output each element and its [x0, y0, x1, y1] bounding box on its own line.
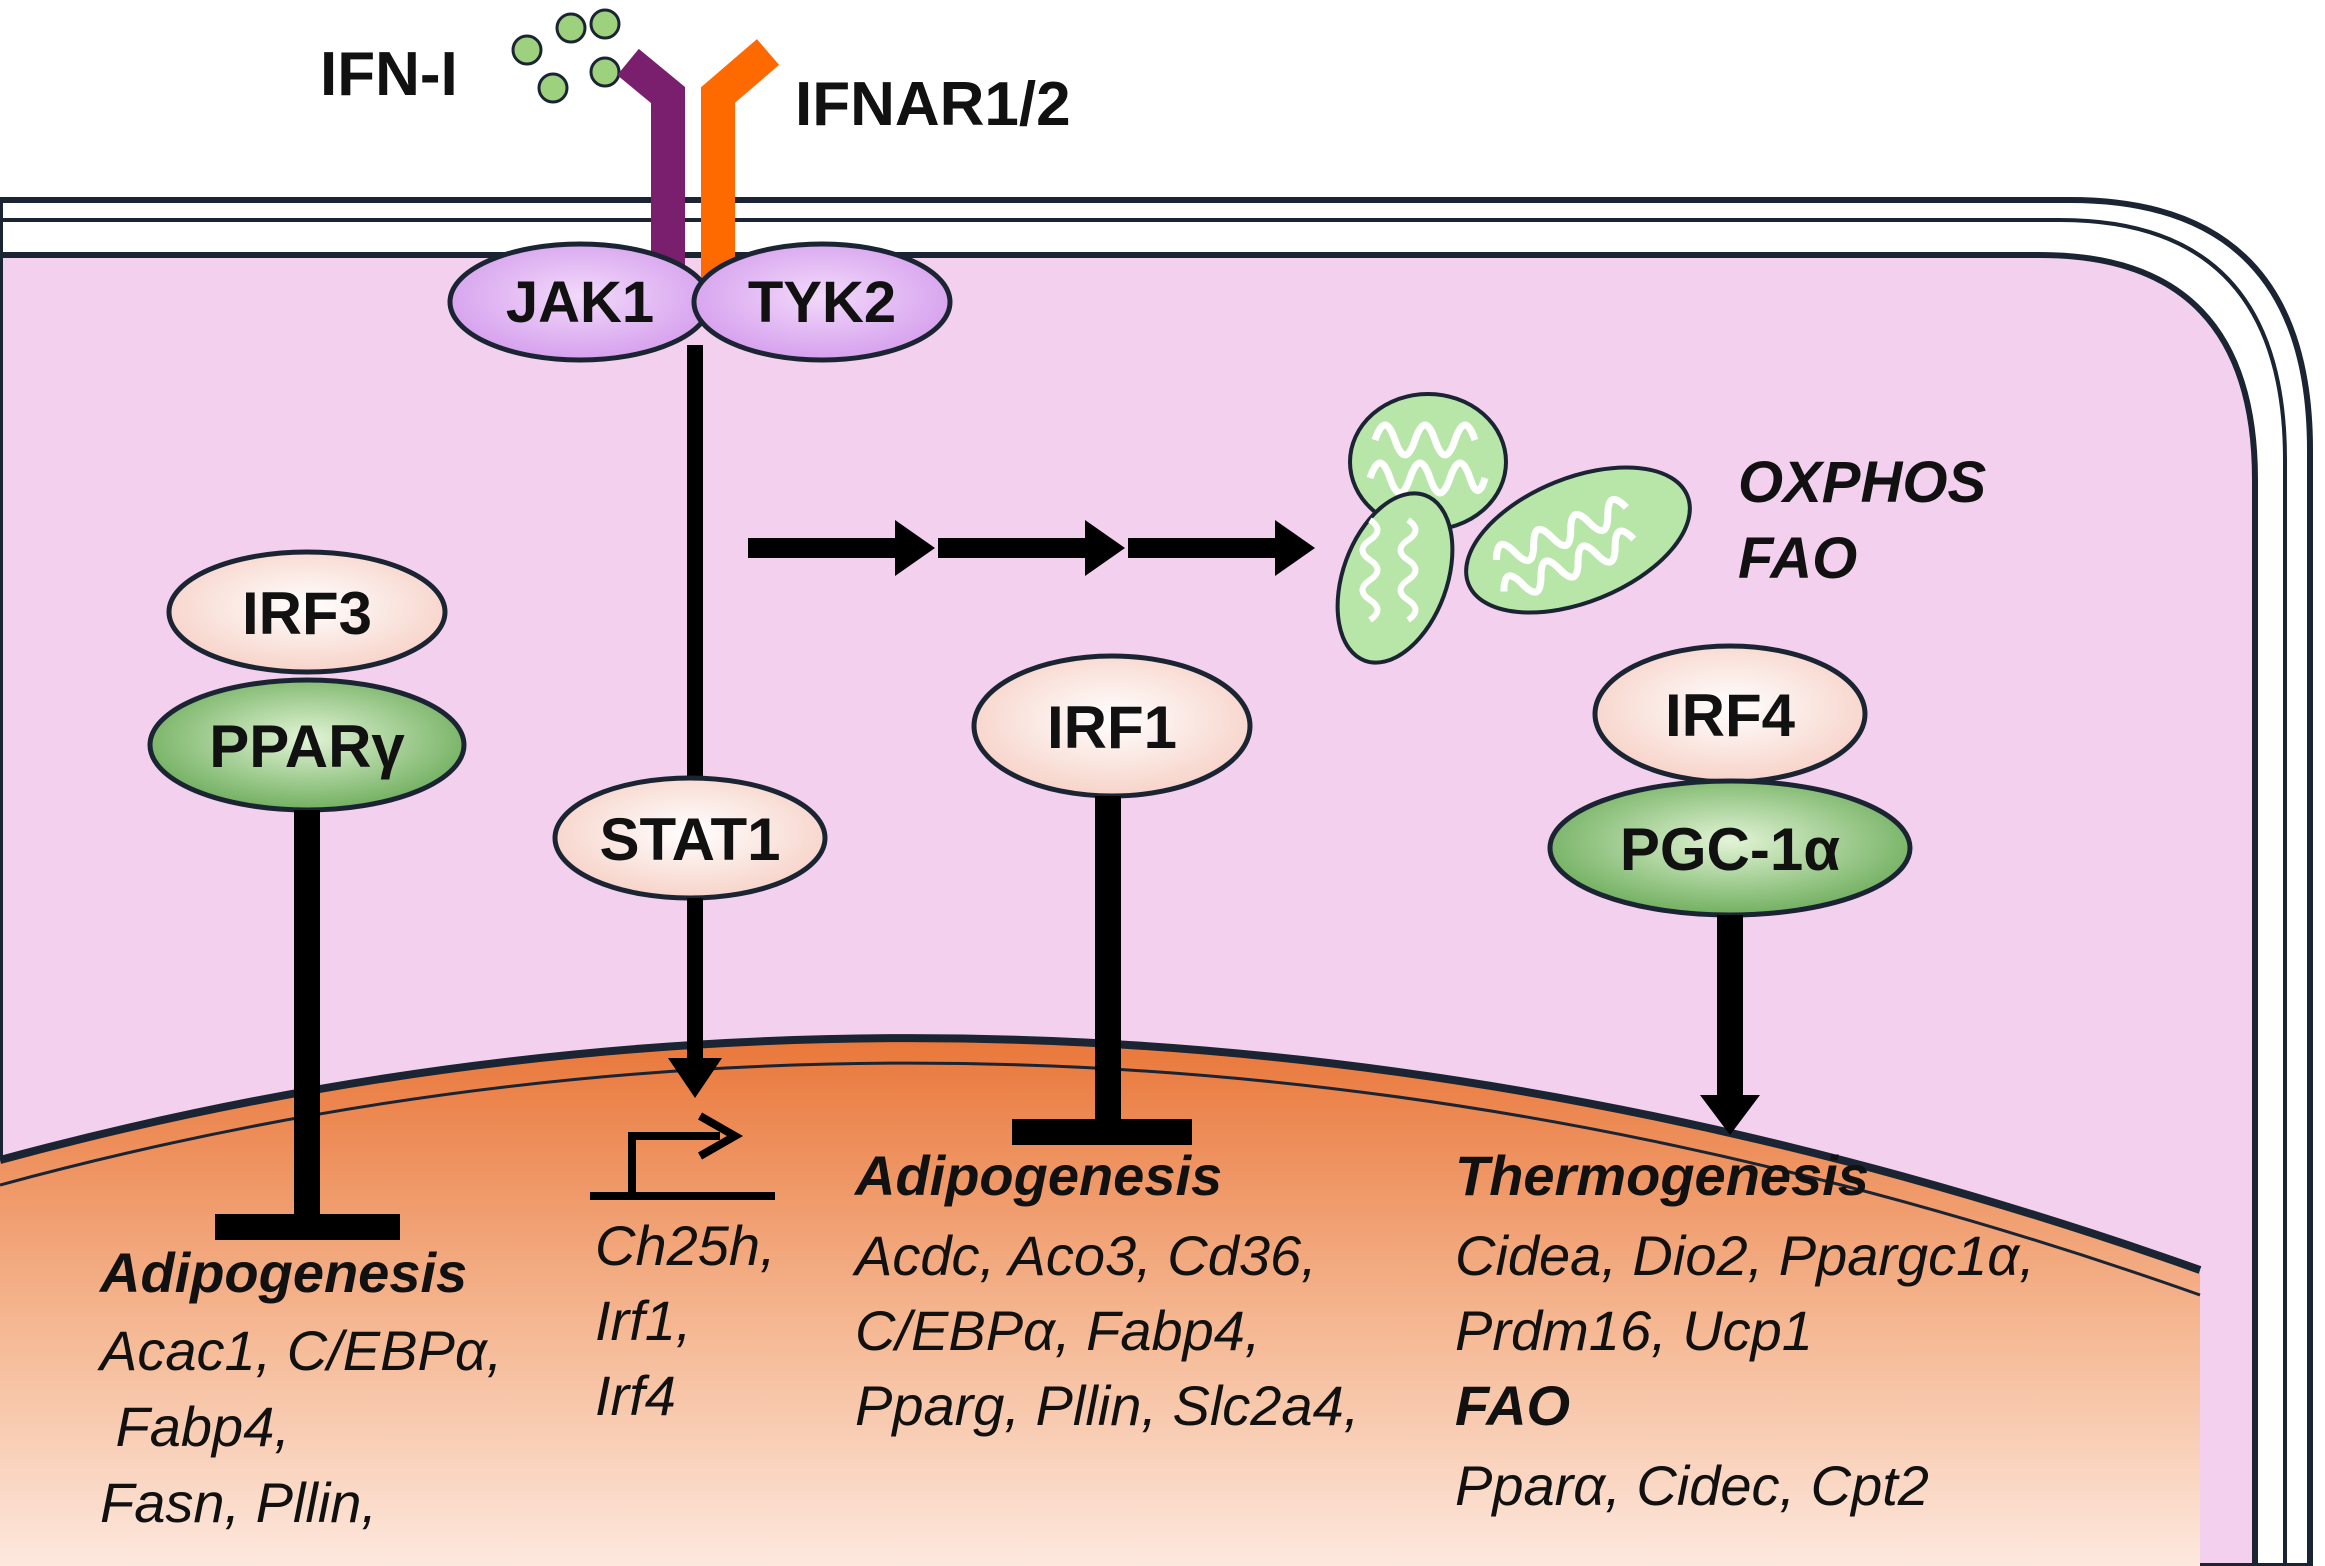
- transcription-start-icon: [590, 1112, 775, 1200]
- right-title: Thermogenesis: [1455, 1144, 1869, 1207]
- left-line-3: Fasn, Pllin,: [100, 1471, 377, 1534]
- pgc1a-arrow: [1700, 915, 1760, 1135]
- fao-mito-label: FAO: [1738, 526, 1857, 591]
- left-line-1: Acac1, C/EBPα,: [97, 1319, 502, 1382]
- pparg-label: PPARγ: [209, 713, 405, 780]
- irf4-node: IRF4: [1592, 643, 1868, 785]
- irf1-label: IRF1: [1047, 694, 1177, 761]
- ifnar-receptor: [617, 39, 780, 280]
- mitochondrion-3: [1464, 465, 1692, 615]
- middle-line-3: Pparg, Pllin, Slc2a4,: [855, 1374, 1359, 1437]
- stat1-target-list: Ch25h, Irf1, Irf4: [595, 1214, 776, 1427]
- middle-title: Adipogenesis: [853, 1144, 1222, 1207]
- stat1-target-2: Irf1,: [595, 1289, 691, 1352]
- irf1-node: IRF1: [971, 653, 1253, 799]
- right-gene-list: Thermogenesis Cidea, Dio2, Ppargc1α, Prd…: [1455, 1144, 2035, 1517]
- mitochondrion-1: [1348, 392, 1508, 532]
- arrows-to-mitochondria: [748, 520, 1315, 576]
- left-line-2: Fabp4,: [100, 1395, 290, 1458]
- irf4-label: IRF4: [1665, 682, 1796, 749]
- right-subtitle: FAO: [1455, 1374, 1570, 1437]
- right-line-1: Cidea, Dio2, Ppargc1α,: [1455, 1224, 2035, 1287]
- irf3-node: IRF3: [166, 549, 448, 675]
- jak1-label: JAK1: [506, 270, 654, 335]
- stat1-target-3: Irf4: [595, 1364, 676, 1427]
- pparg-node: PPARγ: [147, 677, 467, 813]
- pparg-inhibition: [215, 810, 400, 1240]
- ifnar-label: IFNAR1/2: [795, 70, 1071, 139]
- right-line-2: Prdm16, Ucp1: [1455, 1299, 1813, 1362]
- stat1-target-1: Ch25h,: [595, 1214, 776, 1277]
- tyk2-node: TYK2: [691, 241, 953, 363]
- oxphos-label: OXPHOS: [1738, 450, 1986, 515]
- left-gene-list: Adipogenesis Acac1, C/EBPα, Fabp4, Fasn,…: [97, 1241, 502, 1534]
- middle-line-2: C/EBPα, Fabp4,: [855, 1299, 1260, 1362]
- mitochondria: [1335, 392, 1692, 665]
- pgc1a-label: PGC-1α: [1620, 816, 1840, 883]
- ifn-label: IFN-I: [320, 40, 458, 109]
- right-line-3: Pparα, Cidec, Cpt2: [1455, 1454, 1929, 1517]
- jak1-node: JAK1: [447, 241, 713, 363]
- nucleus: [0, 1034, 2202, 1566]
- stat1-label: STAT1: [599, 806, 780, 873]
- middle-gene-list: Adipogenesis Acdc, Aco3, Cd36, C/EBPα, F…: [852, 1144, 1359, 1437]
- left-title: Adipogenesis: [98, 1241, 467, 1304]
- stat1-node: STAT1: [552, 775, 828, 901]
- pgc1a-node: PGC-1α: [1547, 778, 1913, 918]
- ifn-ligand-dots: [511, 8, 621, 104]
- irf1-inhibition: [1012, 796, 1192, 1145]
- mitochondrion-2: [1335, 491, 1455, 665]
- tyk2-label: TYK2: [748, 270, 896, 335]
- irf3-label: IRF3: [242, 580, 372, 647]
- stat1-arrow: [668, 898, 722, 1098]
- middle-line-1: Acdc, Aco3, Cd36,: [852, 1224, 1317, 1287]
